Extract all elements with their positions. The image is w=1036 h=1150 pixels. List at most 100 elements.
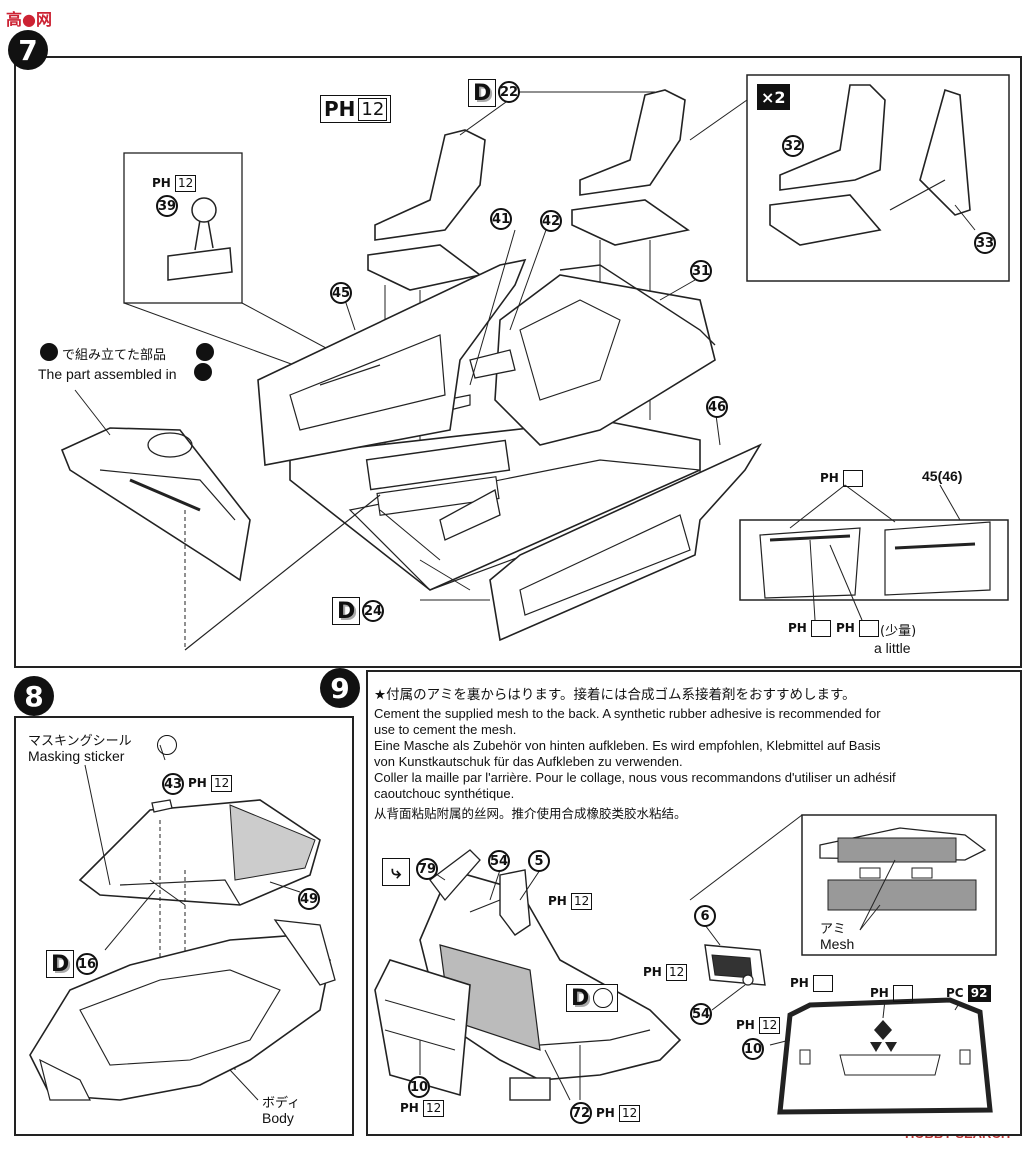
paint-ph-label: PH xyxy=(820,471,839,485)
paint-ph-blank-2: PH xyxy=(836,620,880,637)
part-24: 24 xyxy=(362,600,384,622)
note-de1: Eine Masche als Zubehör von hinten aufkl… xyxy=(374,738,881,753)
paint-ph-blank-door: PH xyxy=(820,470,864,487)
paint-ph-letters: PH xyxy=(324,97,356,121)
black-dot-marker xyxy=(40,343,58,361)
part-32: 32 xyxy=(782,135,804,157)
note-jp: ★付属のアミを裏からはります。接着には合成ゴム系接着剤をおすすめします。 xyxy=(374,687,856,703)
paint-ph-num: 12 xyxy=(571,893,593,910)
paint-ph-label: PH xyxy=(836,621,855,635)
note-fr2: caoutchouc synthétique. xyxy=(374,786,515,801)
paint-ph-label: PH xyxy=(643,965,662,979)
little-en: a little xyxy=(874,640,911,656)
decal-d24: D xyxy=(332,597,361,625)
part-46: 46 xyxy=(706,396,728,418)
part-45: 45 xyxy=(330,282,352,304)
black-dot-marker xyxy=(196,343,214,361)
paint-ph-num: 12 xyxy=(211,775,233,792)
x2-badge: ×2 xyxy=(757,84,790,110)
part-5: 5 xyxy=(528,850,550,872)
decal-d-letter: D xyxy=(571,985,590,1011)
note-fr1: Coller la maille par l'arrière. Pour le … xyxy=(374,770,896,785)
note-de2: von Kunstkautschuk für das Aufkleben zu … xyxy=(374,754,683,769)
body-en: Body xyxy=(262,1110,294,1126)
note-cn: 从背面粘贴附属的丝网。推介使用合成橡胶类胶水粘结。 xyxy=(374,806,687,821)
paint-ph12-light: PH 12 xyxy=(643,964,688,981)
decal-d-circle: D xyxy=(566,984,619,1012)
glue-icon: ⤷ xyxy=(382,858,410,886)
decal-d16: D xyxy=(46,950,75,978)
part-16: 16 xyxy=(76,953,98,975)
decal-d-letter: D xyxy=(473,80,492,106)
masking-en: Masking sticker xyxy=(28,748,125,764)
paint-ph12-mirror: PH 12 xyxy=(548,893,593,910)
paint-blank-box xyxy=(813,975,834,992)
part-79: 79 xyxy=(416,858,438,880)
part-45-46: 45(46) xyxy=(922,468,963,484)
note-en1: Cement the supplied mesh to the back. A … xyxy=(374,706,881,721)
paint-pc-num: 92 xyxy=(967,985,991,1002)
mesh-en: Mesh xyxy=(820,936,855,952)
paint-ph-num: 12 xyxy=(423,1100,445,1117)
paint-ph-num: 12 xyxy=(619,1105,641,1122)
part-43: 43 xyxy=(162,773,184,795)
paint-ph-blank-light: PH xyxy=(790,975,834,992)
part-39: 39 xyxy=(156,195,178,217)
decal-blank-circle xyxy=(593,988,614,1008)
paint-ph-number: 12 xyxy=(358,97,388,121)
paint-pc-label: PC xyxy=(946,986,964,1000)
step8-badge: 8 xyxy=(14,676,54,716)
part-49: 49 xyxy=(298,888,320,910)
paint-ph-blank-1: PH xyxy=(788,620,832,637)
paint-ph-num: 12 xyxy=(175,175,197,192)
paint-blank-box xyxy=(811,620,832,637)
step9-badge: 9 xyxy=(320,668,360,708)
paint-ph12-window: PH 12 xyxy=(736,1017,781,1034)
step7-badge: 7 xyxy=(8,30,48,70)
part-31: 31 xyxy=(690,260,712,282)
paint-ph12-bumper: PH 12 xyxy=(596,1105,641,1122)
part-41: 41 xyxy=(490,208,512,230)
x2-label: ×2 xyxy=(761,87,786,107)
part-22: 22 xyxy=(498,81,520,103)
paint-pc92: PC 92 xyxy=(946,985,991,1002)
paint-blank-box xyxy=(843,470,864,487)
part-33: 33 xyxy=(974,232,996,254)
paint-blank-box xyxy=(893,985,914,1002)
paint-ph-label: PH xyxy=(788,621,807,635)
paint-ph-label: PH xyxy=(548,894,567,908)
decal-d-letter: D xyxy=(337,598,356,624)
body-jp: ボディ xyxy=(262,1096,301,1111)
paint-ph-num: 12 xyxy=(759,1017,781,1034)
paint-ph-label: PH xyxy=(736,1018,755,1032)
paint-ph12-header: PH 12 xyxy=(320,95,392,123)
paint-ph-label: PH xyxy=(596,1106,615,1120)
paint-ph-label: PH xyxy=(152,176,171,190)
paint-ph-label: PH xyxy=(400,1101,419,1115)
little-jp: (少量) xyxy=(880,624,917,639)
paint-ph-label: PH xyxy=(790,976,809,990)
part-42: 42 xyxy=(540,210,562,232)
paint-blank-box xyxy=(859,620,880,637)
paint-ph-num: 12 xyxy=(666,964,688,981)
note-en2: use to cement the mesh. xyxy=(374,722,517,737)
decal-d-letter: D xyxy=(51,951,70,977)
black-dot-marker xyxy=(194,363,212,381)
assembled-jp: で組み立てた部品 xyxy=(62,348,167,363)
decal-d22: D xyxy=(468,79,497,107)
paint-ph-label: PH xyxy=(870,986,889,1000)
paint-ph-label: PH xyxy=(188,776,207,790)
part-72: 72 xyxy=(570,1102,592,1124)
paint-ph-blank-emblem: PH xyxy=(870,985,914,1002)
paint-ph12-hood: PH 12 xyxy=(188,775,233,792)
paint-ph12-grille: PH 12 xyxy=(400,1100,445,1117)
part-10-grille: 10 xyxy=(408,1076,430,1098)
part-6: 6 xyxy=(694,905,716,927)
part-54-bottom: 54 xyxy=(690,1003,712,1025)
masking-circle xyxy=(157,735,177,755)
assembled-en: The part assembled in xyxy=(38,366,177,382)
masking-jp: マスキングシール xyxy=(28,734,132,749)
